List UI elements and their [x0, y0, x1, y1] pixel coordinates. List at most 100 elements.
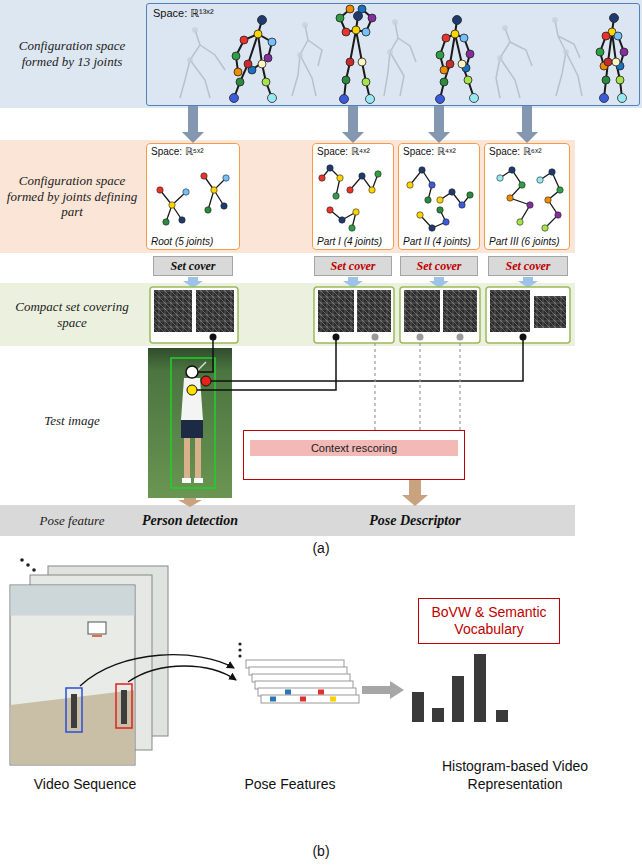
part-sketch — [322, 168, 340, 196]
joint — [358, 58, 366, 66]
histogram-bar — [432, 708, 444, 722]
joint — [509, 167, 515, 173]
skeleton-limb — [180, 30, 200, 98]
joint — [205, 207, 211, 213]
part-label: Space: ℝ⁴ˣ² — [317, 146, 389, 157]
ellipsis-dot — [32, 568, 36, 572]
label-holder: Video Sequence — [10, 776, 160, 794]
row-label: Configuration space formed by joints def… — [4, 173, 140, 220]
joint — [610, 14, 619, 23]
link-dot — [417, 334, 424, 341]
joint — [602, 76, 610, 84]
joint — [555, 212, 561, 218]
histogram — [412, 654, 508, 722]
hog-template — [154, 290, 192, 332]
backboard — [88, 622, 106, 634]
node-fill — [0, 0, 642, 108]
feature-bar — [261, 695, 359, 703]
joint — [436, 51, 444, 59]
frame — [10, 585, 135, 765]
stage-label: Pose Features — [225, 776, 355, 794]
joint — [549, 169, 555, 175]
process-box: Set cover — [488, 256, 568, 276]
node-fill — [488, 256, 568, 276]
joint — [221, 203, 227, 209]
skeleton-limb — [344, 30, 356, 99]
joint — [429, 225, 435, 231]
joint — [366, 95, 375, 104]
person-box — [66, 688, 82, 732]
skeleton-limb — [558, 36, 580, 58]
joint — [234, 68, 242, 76]
row-band: Configuration space formed by joints def… — [0, 140, 575, 253]
joint — [458, 60, 466, 68]
skeleton-limb — [440, 20, 457, 70]
joint — [201, 173, 207, 179]
node-fill — [418, 598, 560, 644]
joint — [440, 66, 448, 74]
feature-cell — [330, 697, 336, 702]
module-label: Context rescoring — [250, 440, 458, 456]
ellipsis-dot — [238, 654, 241, 657]
faded-joints — [187, 17, 569, 63]
joint — [347, 187, 353, 193]
link-line — [197, 337, 336, 390]
node-fill — [146, 3, 640, 106]
label-holder: (b) — [296, 843, 346, 861]
joint — [340, 95, 349, 104]
joint — [557, 187, 563, 193]
skeleton-limb — [398, 38, 416, 62]
skeleton-joints — [230, 5, 629, 104]
joint — [451, 30, 459, 38]
joint — [612, 58, 620, 66]
joint — [497, 55, 503, 61]
step-label: Set cover — [417, 259, 462, 274]
feature-cell — [318, 690, 324, 695]
node-fill — [153, 256, 233, 276]
link-line — [211, 337, 523, 381]
joint — [460, 34, 468, 42]
step-label: Set cover — [331, 259, 376, 274]
joint — [336, 14, 344, 22]
joint — [517, 219, 523, 225]
label-holder: Test image — [4, 413, 140, 429]
part-label: Part II (4 joints) — [403, 236, 475, 247]
stage-label: Histogram-based Video Representation — [440, 758, 590, 793]
row-label: Compact set covering space — [4, 299, 140, 330]
wall — [11, 586, 135, 616]
row-label: Configuration space formed by 13 joints — [4, 38, 140, 69]
output-label: Person detection — [142, 513, 238, 529]
joint — [446, 60, 454, 68]
histogram-bar — [496, 710, 508, 722]
player — [121, 690, 127, 724]
row-band: Pose featurePerson detectionPose Descrip… — [0, 505, 575, 536]
joint — [230, 94, 239, 103]
part-space-box: Space: ℝ⁵ˣ²Root (5 joints) — [146, 143, 240, 250]
joint — [352, 26, 360, 34]
process-box: Set cover — [153, 256, 233, 276]
skeleton-limb — [555, 20, 566, 96]
skeleton-limb — [356, 30, 370, 99]
compact-set-boxes — [150, 287, 570, 343]
hog-template — [490, 290, 530, 332]
pose-feature-stack — [238, 642, 359, 703]
hog-template — [534, 296, 566, 328]
hog-template — [357, 290, 391, 332]
link-dot — [457, 334, 464, 341]
part-space-box: Space: ℝ⁴ˣ² Part I (4 joints) — [312, 143, 394, 250]
joint — [319, 175, 325, 181]
feature-cell — [300, 697, 306, 702]
step-label: Set cover — [171, 259, 216, 274]
compact-box — [150, 287, 238, 343]
row-label: Test image — [4, 413, 140, 429]
joint — [440, 78, 448, 86]
part-label: Part I (4 joints) — [317, 236, 389, 247]
process-box: Context rescoring — [243, 430, 465, 480]
skeleton-limb — [390, 52, 404, 96]
curved-arrow — [80, 655, 234, 686]
node-fill — [314, 256, 392, 276]
compact-box — [400, 287, 480, 343]
skeleton-figure — [234, 9, 624, 99]
